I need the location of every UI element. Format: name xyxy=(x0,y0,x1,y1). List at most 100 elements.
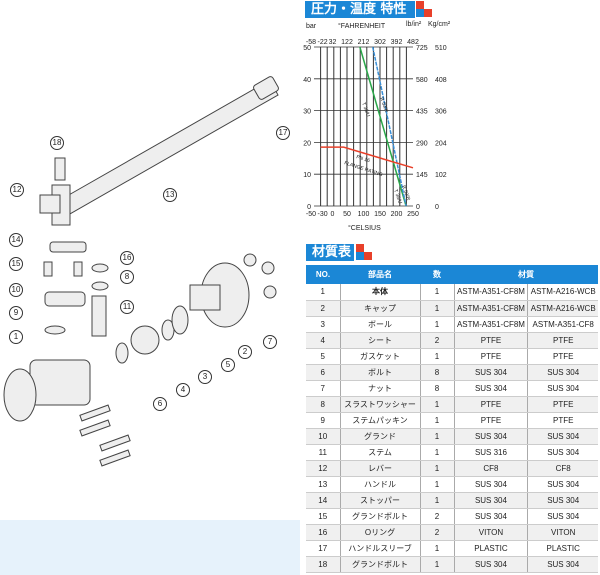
material-1: VITON xyxy=(454,524,529,541)
row-no: 4 xyxy=(306,332,341,349)
y2-tick-label: 0 xyxy=(416,204,420,211)
footer-gradient xyxy=(0,520,300,575)
x2-tick-label: -58 xyxy=(306,39,316,46)
handle-sleeve xyxy=(253,76,279,100)
material-2: PLASTIC xyxy=(527,540,598,557)
gland-bolt xyxy=(73,261,83,277)
chart-annotation: T 38/U xyxy=(360,102,371,118)
bolt xyxy=(99,434,131,452)
callout: 12 xyxy=(10,183,24,197)
part-name: ナット xyxy=(340,380,421,397)
qty: 1 xyxy=(420,428,455,445)
material-1: SUS 304 xyxy=(454,364,529,381)
y-tick-label: 0 xyxy=(307,204,311,211)
y-tick-label: 20 xyxy=(303,140,311,147)
x2-tick-label: 392 xyxy=(391,39,403,46)
x-tick-label: 0 xyxy=(331,211,335,218)
material-1: PLASTIC xyxy=(454,540,529,557)
qty: 1 xyxy=(420,300,455,317)
part-name: ストッパー xyxy=(340,492,421,509)
callout: 13 xyxy=(163,188,177,202)
y3-tick-label: 204 xyxy=(435,140,447,147)
material-1: SUS 304 xyxy=(454,508,529,525)
nut xyxy=(263,285,277,299)
y3-tick-label: 0 xyxy=(435,204,439,211)
material-1: PTFE xyxy=(454,396,529,413)
row-no: 16 xyxy=(306,524,341,541)
material-2: ASTM-A351-CF8 xyxy=(527,316,598,333)
material-1: ASTM-A351-CF8M xyxy=(454,300,529,317)
qty: 2 xyxy=(420,524,455,541)
header-square xyxy=(416,9,424,17)
callout: 4 xyxy=(176,383,190,397)
x-tick-label: -50 xyxy=(306,211,316,218)
part-name: ボール xyxy=(340,316,421,333)
y2-tick-label: 580 xyxy=(416,77,428,84)
bolt-18 xyxy=(54,157,66,181)
bolt xyxy=(79,419,111,437)
x-tick-label: -30 xyxy=(318,211,328,218)
material-2: PTFE xyxy=(527,348,598,365)
body xyxy=(29,359,91,406)
y-axis-label: bar xyxy=(306,23,317,30)
material-1: SUS 304 xyxy=(454,556,529,573)
y-tick-label: 40 xyxy=(303,77,311,84)
part-name: Oリング xyxy=(340,524,421,541)
series-line xyxy=(359,46,407,207)
y2-axis-label: lb/in² xyxy=(406,21,422,28)
material-1: ASTM-A351-CF8M xyxy=(454,316,529,333)
y2-tick-label: 725 xyxy=(416,45,428,52)
material-1: CF8 xyxy=(454,460,529,477)
material-2: PTFE xyxy=(527,396,598,413)
callout: 18 xyxy=(50,136,64,150)
x-axis-label: °CELSIUS xyxy=(348,224,381,232)
qty: 1 xyxy=(420,316,455,333)
y-tick-label: 50 xyxy=(303,45,311,52)
material-1: SUS 304 xyxy=(454,428,529,445)
col-qty: 数 xyxy=(420,265,454,284)
y2-tick-label: 435 xyxy=(416,109,428,116)
material-1: PTFE xyxy=(454,412,529,429)
body-flange xyxy=(3,368,37,422)
row-no: 5 xyxy=(306,348,341,365)
y3-axis-label: Kg/cm² xyxy=(428,21,450,28)
qty: 1 xyxy=(420,412,455,429)
stem-packing xyxy=(44,325,66,335)
callout: 16 xyxy=(120,251,134,265)
material-2: SUS 304 xyxy=(527,556,598,573)
row-no: 2 xyxy=(306,300,341,317)
row-no: 1 xyxy=(306,284,341,301)
header-square xyxy=(356,244,364,252)
x-tick-label: 250 xyxy=(407,211,419,218)
row-no: 14 xyxy=(306,492,341,509)
qty: 1 xyxy=(420,492,455,509)
material-1: SUS 316 xyxy=(454,444,529,461)
col-no: NO. xyxy=(306,265,340,284)
x-tick-label: 50 xyxy=(343,211,351,218)
chart-annotation: PN 16 xyxy=(355,154,370,164)
y-tick-label: 30 xyxy=(303,109,311,116)
x2-tick-label: -22 xyxy=(318,39,328,46)
part-name: シート xyxy=(340,332,421,349)
table-header: 材質表 xyxy=(306,244,354,261)
part-name: キャップ xyxy=(340,300,421,317)
part-name: ハンドル xyxy=(340,476,421,493)
header-square xyxy=(424,9,432,17)
part-name: スラストワッシャー xyxy=(340,396,421,413)
material-2: CF8 xyxy=(527,460,598,477)
series-line xyxy=(320,146,414,169)
material-1: PTFE xyxy=(454,348,529,365)
exploded-valve-diagram xyxy=(0,76,300,575)
material-2: PTFE xyxy=(527,332,598,349)
y3-tick-label: 102 xyxy=(435,172,447,179)
material-2: ASTM-A216-WCB xyxy=(527,300,598,317)
